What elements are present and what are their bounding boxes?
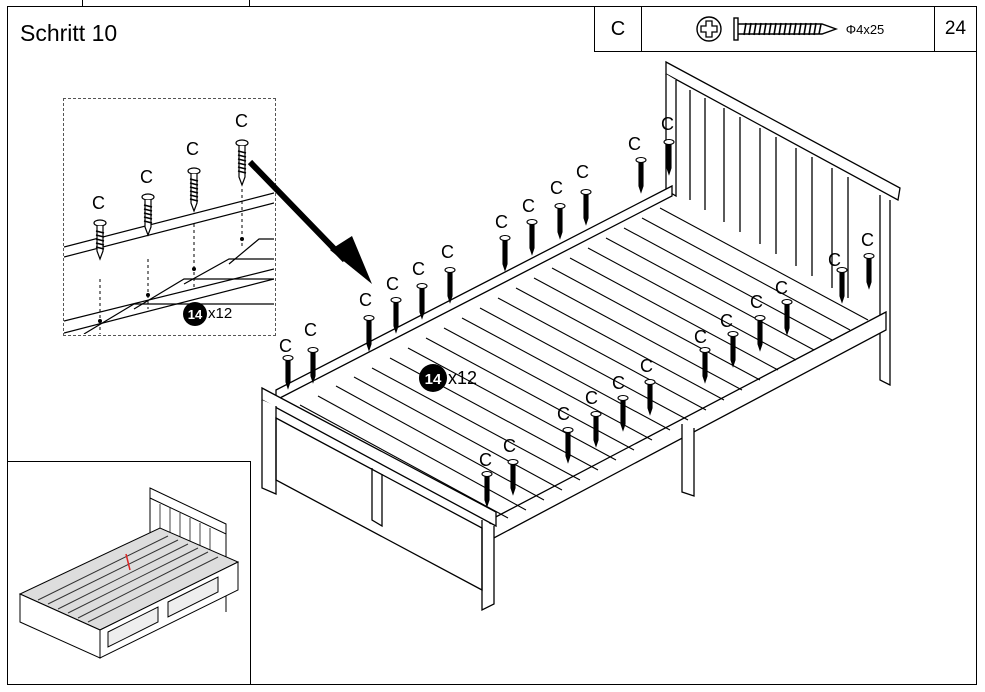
count-suffix: x12	[208, 305, 232, 322]
overview-thumbnail	[7, 461, 251, 685]
detail-inset: C C C C 14 x12	[63, 98, 276, 336]
detail-screw-labels: C C C C	[92, 111, 248, 213]
frame-divider-right	[249, 0, 250, 6]
part-spec-cell: Φ4x25	[641, 6, 935, 52]
screw-spec: Φ4x25	[845, 21, 885, 37]
bed-overview-icon	[18, 487, 240, 659]
page-frame	[7, 6, 977, 685]
part-letter: C	[610, 17, 626, 40]
screw-label: C	[92, 193, 105, 213]
count-number: 14	[188, 307, 203, 322]
page-number-cell: 24	[934, 6, 977, 52]
frame-divider-left	[82, 0, 83, 6]
screw-label: C	[235, 111, 248, 131]
detail-drawing: C C C C 14 x12	[63, 111, 275, 335]
page-number: 24	[944, 18, 967, 39]
phillips-screwdriver-icon	[696, 16, 722, 42]
detail-screws	[93, 139, 249, 261]
step-title: Schritt 10	[20, 20, 118, 46]
part-letter-cell: C	[594, 6, 642, 52]
detail-count-badge: 14 x12	[183, 302, 232, 326]
highlight-arrow-icon	[125, 553, 131, 571]
screw-icon	[733, 17, 838, 41]
screw-label: C	[140, 167, 153, 187]
screw-label: C	[186, 139, 199, 159]
